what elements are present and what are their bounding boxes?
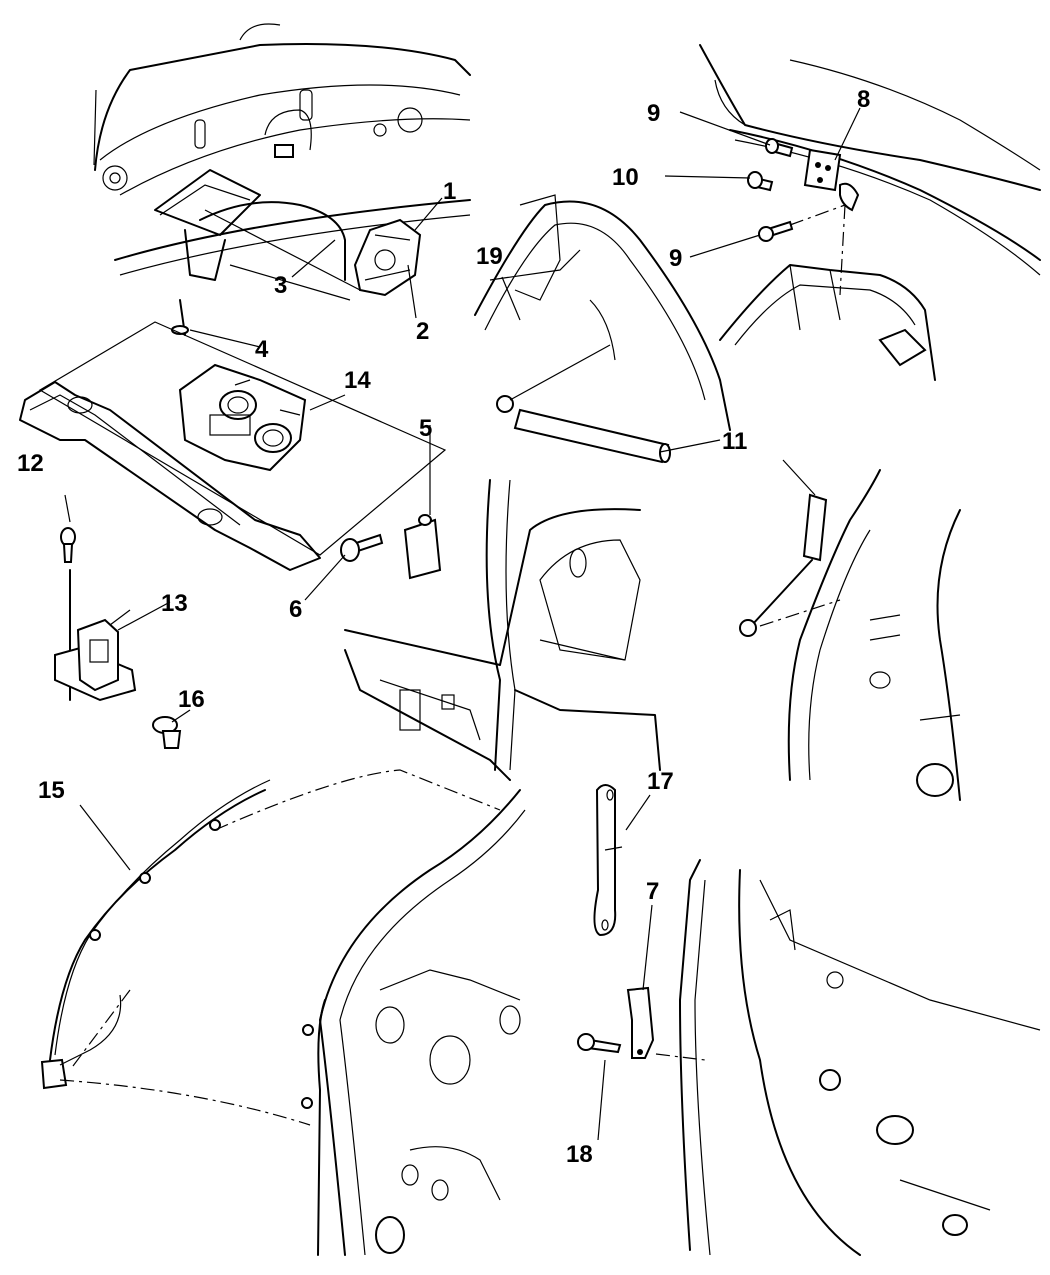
callout-14: 14 [344, 367, 371, 394]
liftgate-support-strut-view [474, 194, 731, 464]
liftgate-latch-view [93, 23, 471, 336]
leader-lines [64, 107, 861, 1141]
callout-9-lower: 9 [669, 245, 683, 272]
liftgate-support-strut-right-view [739, 469, 961, 801]
callout-12: 12 [17, 450, 44, 477]
callout-19: 19 [476, 243, 503, 270]
callout-17: 17 [647, 768, 674, 795]
load-floor-panel-view [19, 321, 447, 571]
callout-16: 16 [178, 686, 205, 713]
callout-9-upper: 9 [647, 100, 661, 127]
callout-13: 13 [161, 590, 188, 617]
liftgate-hinge-view [699, 44, 1041, 381]
body-side-inner-view [301, 789, 526, 1256]
callout-1: 1 [443, 178, 457, 205]
quarter-panel-view [340, 479, 661, 781]
callout-5: 5 [419, 415, 433, 442]
callout-7: 7 [646, 878, 660, 905]
door-opening-view [577, 784, 1041, 1256]
side-curtain-airbag-view [40, 716, 501, 1126]
callout-6: 6 [289, 596, 303, 623]
anchor-bracket-view [54, 527, 137, 702]
callout-10: 10 [612, 164, 639, 191]
callout-15: 15 [38, 777, 65, 804]
callout-3: 3 [274, 272, 288, 299]
callout-8: 8 [857, 86, 871, 113]
callout-18: 18 [566, 1141, 593, 1168]
callout-4: 4 [255, 336, 269, 363]
callout-2: 2 [416, 318, 430, 345]
callout-11: 11 [722, 428, 748, 455]
